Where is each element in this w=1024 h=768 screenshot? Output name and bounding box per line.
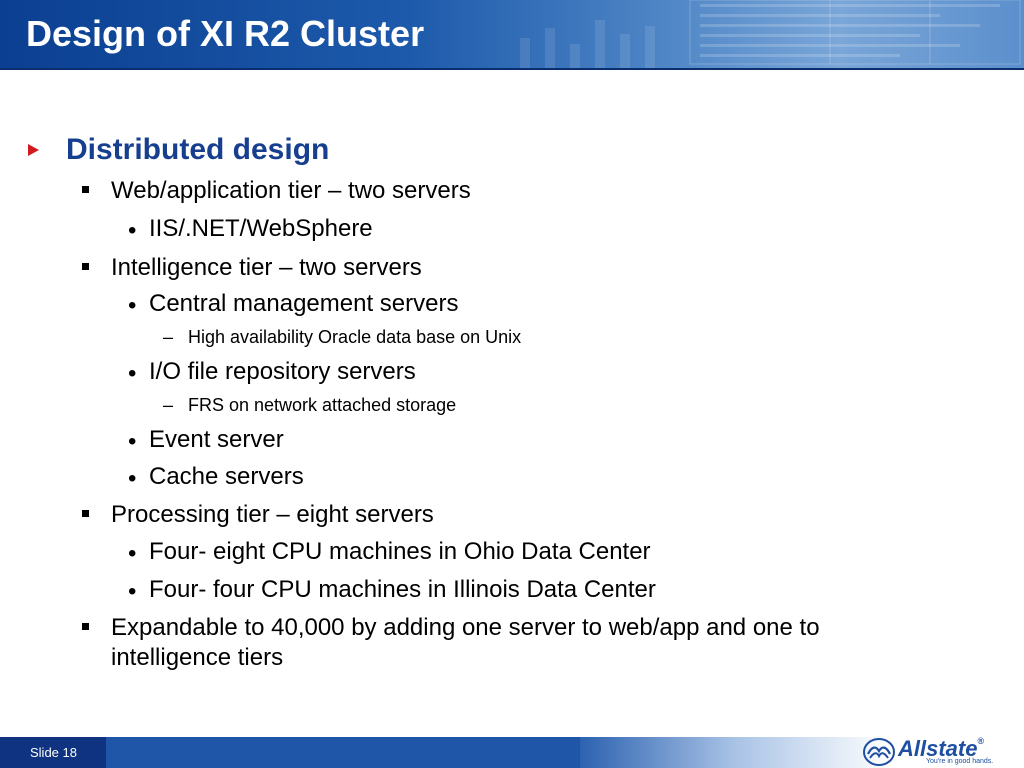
logo-tagline: You're in good hands. <box>926 758 994 765</box>
footer-slide-number-band <box>0 737 106 768</box>
outline-heading: Distributed design <box>66 133 330 166</box>
outline-subitem: Four- four CPU machines in Illinois Data… <box>149 576 656 603</box>
dot-bullet-icon: • <box>128 428 137 455</box>
logo-wordmark: Allstate® <box>898 736 985 761</box>
allstate-logo: Allstate® You're in good hands. <box>862 736 1002 768</box>
outline-subitem: Four- eight CPU machines in Ohio Data Ce… <box>149 538 651 565</box>
decorative-chart-background <box>520 0 1021 68</box>
title-underline <box>0 68 1024 70</box>
outline-item: Web/application tier – two servers <box>111 177 471 204</box>
outline-subitem: Cache servers <box>149 463 304 490</box>
red-triangle-bullet-icon <box>28 144 39 156</box>
square-bullet-icon <box>82 263 89 270</box>
outline-detail: FRS on network attached storage <box>188 395 457 415</box>
outline-subitem: IIS/.NET/WebSphere <box>149 215 373 242</box>
dot-bullet-icon: • <box>128 360 137 387</box>
dot-bullet-icon: • <box>128 578 137 605</box>
title-bar: Design of XI R2 Cluster <box>0 0 1024 70</box>
footer-band <box>106 737 580 768</box>
outline-subitem: Event server <box>149 426 284 453</box>
dash-bullet-icon: – <box>163 395 174 415</box>
footer-fade <box>580 737 1024 768</box>
square-bullet-icon <box>82 510 89 517</box>
dash-bullet-icon: – <box>163 327 174 347</box>
dot-bullet-icon: • <box>128 217 137 244</box>
outline-detail: High availability Oracle data base on Un… <box>188 327 522 347</box>
dot-bullet-icon: • <box>128 292 137 319</box>
outline-item: Expandable to 40,000 by adding one serve… <box>111 614 820 641</box>
square-bullet-icon <box>82 623 89 630</box>
slide-number: Slide 18 <box>30 745 77 760</box>
hands-icon <box>863 738 895 766</box>
slide-title: Design of XI R2 Cluster <box>26 13 425 54</box>
dot-bullet-icon: • <box>128 465 137 492</box>
outline-item-continuation: intelligence tiers <box>111 644 284 671</box>
outline-item: Processing tier – eight servers <box>111 501 434 528</box>
square-bullet-icon <box>82 186 89 193</box>
dot-bullet-icon: • <box>128 540 137 567</box>
outline-subitem: I/O file repository servers <box>149 358 416 385</box>
outline-subitem: Central management servers <box>149 290 459 317</box>
outline-item: Intelligence tier – two servers <box>111 254 422 281</box>
